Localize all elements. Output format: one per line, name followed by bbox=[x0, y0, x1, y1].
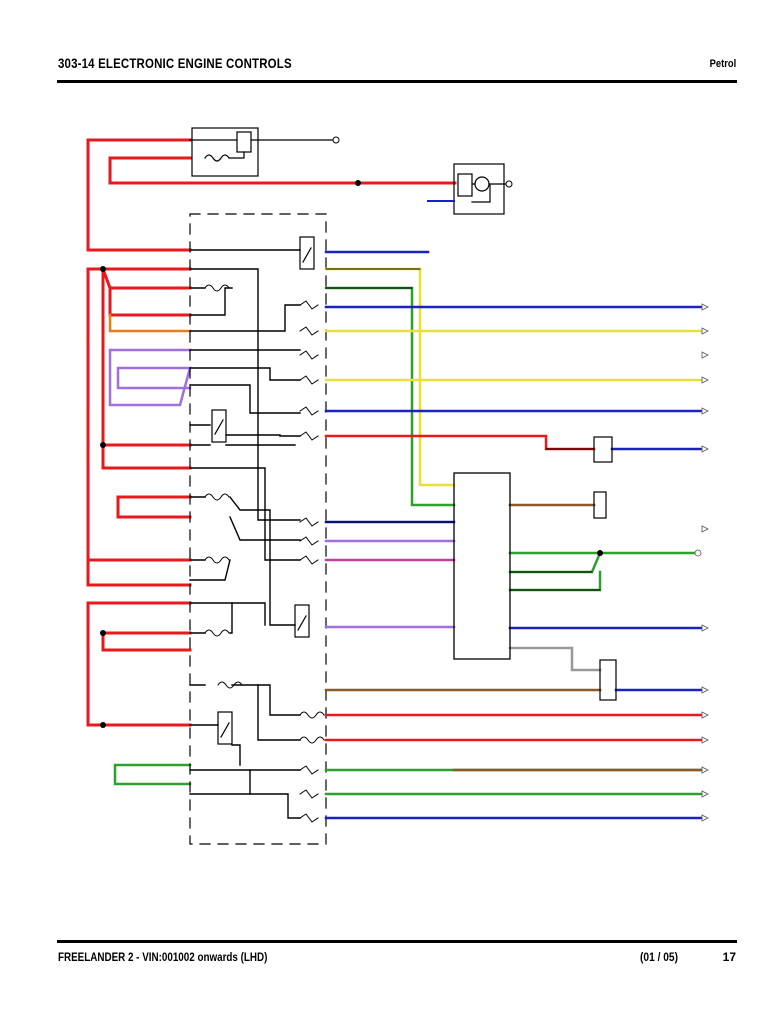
header-rule bbox=[57, 80, 737, 83]
sensor-box-3 bbox=[599, 659, 617, 701]
sensor-box-1 bbox=[593, 436, 613, 463]
date-code-label: (01 / 05) bbox=[640, 950, 678, 964]
page-number: 17 bbox=[722, 950, 736, 964]
fuse-symbols bbox=[204, 284, 325, 823]
feed-wire-relay-in bbox=[108, 156, 457, 185]
main-relay-box bbox=[189, 127, 336, 177]
black-tracer-wires bbox=[325, 268, 601, 591]
relay-symbols bbox=[211, 236, 315, 745]
pump-relay-box bbox=[453, 163, 509, 215]
page-title: 303-14 ELECTRONIC ENGINE CONTROLS bbox=[58, 55, 292, 71]
splice-points bbox=[100, 180, 603, 728]
left-orange-wire bbox=[108, 313, 192, 333]
sensor-box-2 bbox=[593, 491, 607, 519]
vehicle-model-label: FREELANDER 2 - VIN:001002 onwards (LHD) bbox=[58, 950, 268, 964]
right-signal-wires bbox=[324, 250, 704, 820]
engine-variant-label: Petrol bbox=[709, 58, 736, 70]
fuse-relay-box bbox=[189, 213, 327, 845]
footer-rule bbox=[57, 940, 737, 943]
engine-control-module bbox=[453, 472, 511, 660]
left-violet-loop bbox=[108, 348, 192, 407]
feed-wire-junction bbox=[86, 267, 192, 587]
connector-terminals bbox=[694, 303, 709, 822]
left-power-feed-wires bbox=[86, 138, 457, 727]
feed-wire-top bbox=[86, 138, 192, 252]
fuse-box-internal-wiring bbox=[189, 249, 301, 819]
left-green-loop bbox=[113, 763, 192, 786]
